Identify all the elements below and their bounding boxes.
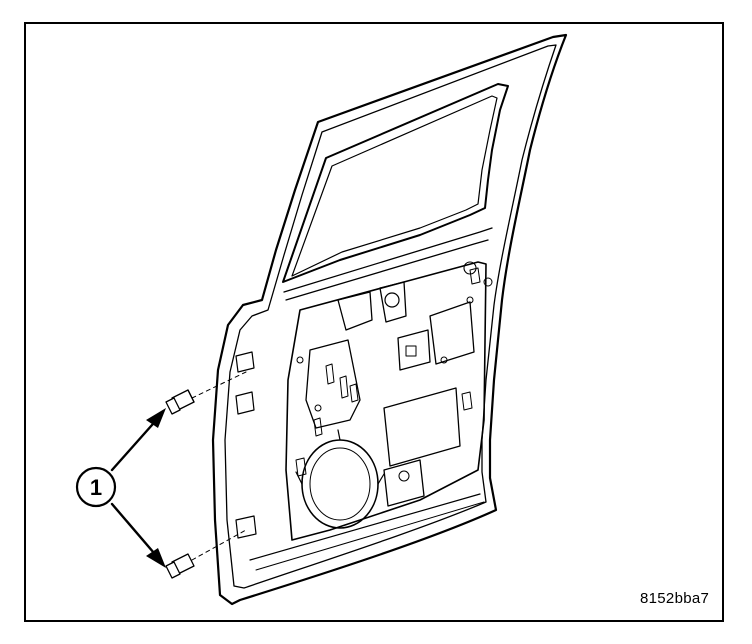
arrowhead-upper [146, 408, 166, 428]
leader-arrow-lower [110, 502, 162, 562]
sill-line [249, 493, 481, 561]
cavity-left [305, 339, 361, 429]
leader-arrow-upper [110, 414, 162, 472]
door-outer-panel [211, 33, 568, 606]
door-inner-flange [224, 44, 557, 589]
callout-number: 1 [90, 475, 102, 500]
window-opening-inner [291, 95, 498, 277]
alignment-line-lower [191, 529, 247, 561]
speaker-opening [301, 439, 379, 529]
cutout-upper-center [379, 281, 407, 323]
figure-frame [24, 22, 724, 622]
upper-hinge-boss [235, 351, 255, 373]
figure-code: 8152bba7 [640, 590, 710, 607]
cutout-lower [383, 459, 425, 507]
handle-recess [397, 329, 431, 371]
window-opening [282, 83, 509, 283]
lower-hinge-boss [235, 515, 257, 539]
fastener-upper [165, 389, 195, 415]
callout-circle [75, 466, 117, 508]
inner-panel [285, 261, 487, 541]
cutout-middle [383, 387, 461, 467]
arrowhead-lower [146, 548, 166, 568]
cutout-upper-right [429, 301, 475, 365]
alignment-line-upper [191, 371, 247, 399]
belt-line [283, 227, 493, 293]
fastener-lower [165, 553, 195, 579]
cutout-upper-left [337, 291, 373, 331]
